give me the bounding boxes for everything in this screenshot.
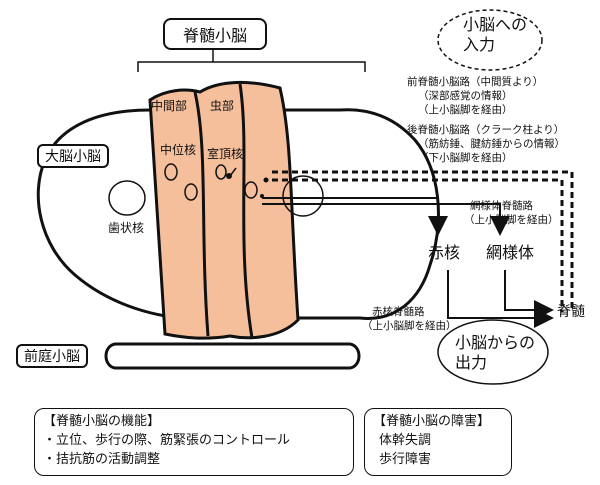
input-anterior-dashed [272,170,574,312]
interposed-nucleus-b [184,183,198,201]
posterior-tract-label: 後脊髄小脳路（クラーク柱より） [407,124,565,136]
disorder-item-1: 体幹失調 [379,433,432,448]
fastigial-nucleus-b [244,181,258,199]
disorder-panel: 【脊髄小脳の障害】 体幹失調 歩行障害 [364,408,512,476]
spinocerebellum-title: 脊髄小脳 [163,18,267,50]
output-heading-line1: 小脳からの [455,333,536,352]
red-nucleus-label: 赤核 [428,243,461,262]
disorder-heading: 【脊髄小脳の障害】 [373,414,491,429]
input-heading-ellipse [437,9,543,71]
fastigial-nucleus-label: 室頂核 [207,147,244,161]
output-heading-line2: 出力 [455,353,488,372]
output-line-red-nucleus [262,197,448,236]
dentate-nucleus [108,180,146,216]
reticular-target-circle [282,175,324,217]
input-heading-line1: 小脳への [463,15,528,34]
interposed-nucleus-label: 中位核 [160,143,197,157]
reticulospinal-tract-label: 網様体脊髄路 [470,200,533,212]
function-item-1: ・立位、歩行の際、筋緊張のコントロール [43,433,291,448]
disorder-item-2: 歩行障害 [379,452,432,467]
vermis-boundary-right [238,83,254,339]
vestibulocerebellum-shape [104,342,361,370]
rubrospinal-tract-label: 赤核脊髄路 [372,306,425,318]
fastigial-dot-b [263,177,269,183]
spinocerebellum [148,80,300,340]
input-heading-line2: 入力 [463,35,496,54]
reticular-formation-label: 網様体 [486,243,535,262]
vermis-boundary-left [193,91,210,337]
cerebrocerebellum-label: 大脳小脳 [37,144,109,168]
dentate-nucleus-label: 歯状核 [108,221,145,235]
function-heading: 【脊髄小脳の機能】 [43,414,161,429]
reticulospinal-line [504,270,554,320]
posterior-info-label: （筋紡錘、腱紡錘からの情報） [418,138,565,150]
function-item-2: ・拮抗筋の活動調整 [43,452,161,467]
fastigial-arrow [229,167,237,177]
spinal-cord-label: 脊髄 [557,304,585,320]
rubrospinal-line [447,270,554,328]
interposed-nucleus-a [164,163,178,181]
output-line-reticular [262,203,510,236]
anterior-tract-label: 前脊髄小脳路（中間質より） [407,76,544,88]
input-posterior-dashed [272,178,564,312]
fastigial-nucleus [215,164,227,180]
posterior-route-label: （下小脳脚を経由） [418,152,513,164]
vestibulocerebellum-label: 前庭小脳 [16,344,88,368]
function-panel: 【脊髄小脳の機能】 ・立位、歩行の際、筋緊張のコントロール ・拮抗筋の活動調整 [34,408,354,476]
anterior-route-label: （上小脳脚を経由） [418,104,513,116]
intermediate-zone-label: 中間部 [151,99,188,113]
reticulospinal-route-label: （上小脳脚を経由） [464,214,559,226]
rubrospinal-route-label: （上小脳脚を経由） [362,320,457,332]
vermis-label: 虫部 [210,99,235,113]
output-heading-ellipse [437,319,549,385]
anterior-info-label: （深部感覚の情報） [418,90,513,102]
